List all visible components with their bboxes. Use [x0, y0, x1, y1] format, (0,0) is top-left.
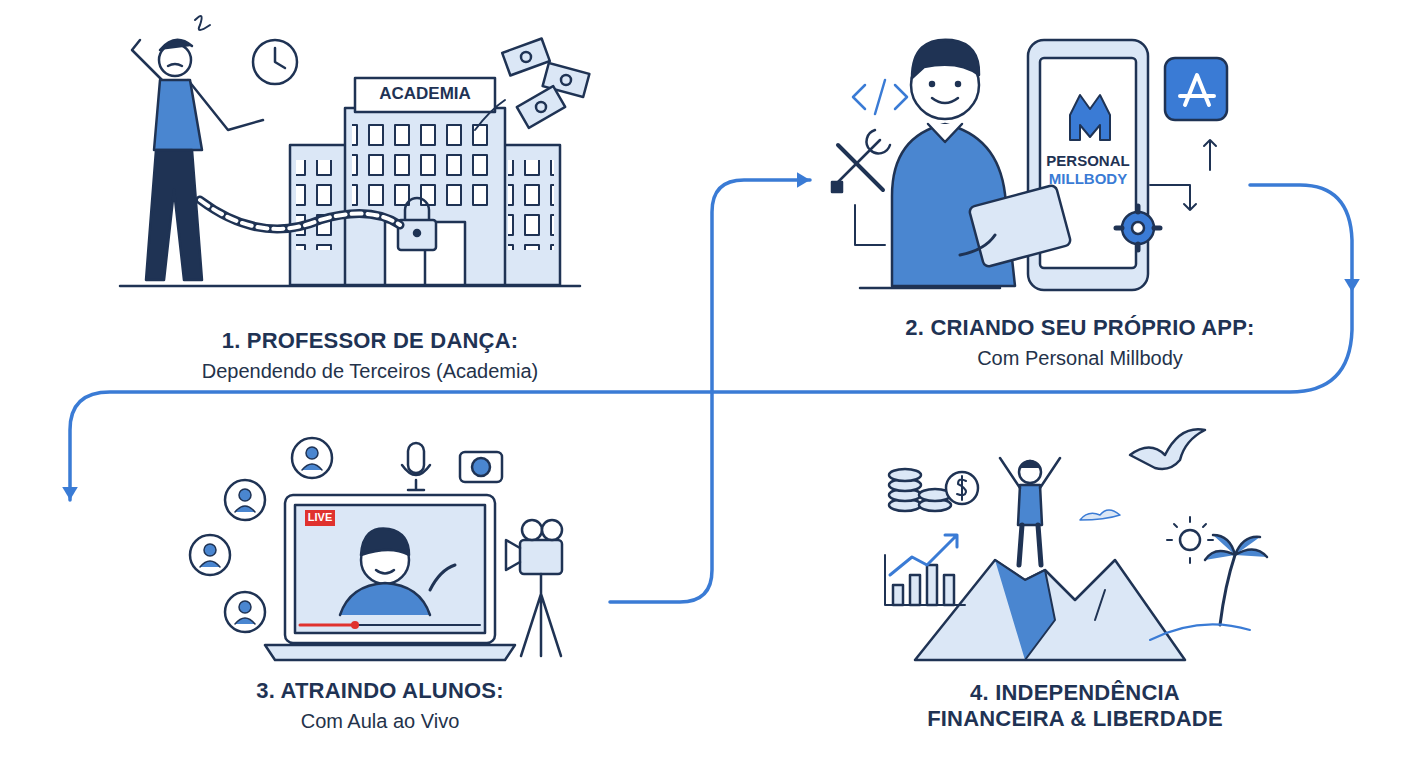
- scene-academy: [120, 16, 589, 286]
- step-region: 1. PROFESSOR DE DANÇA: Dependendo de Terc…: [120, 10, 600, 389]
- step-caption: 3. ATRAINDO ALUNOS: Com Aula ao Vivo: [256, 678, 503, 733]
- step-caption: 1. PROFESSOR DE DANÇA: Dependendo de Terc…: [202, 328, 539, 383]
- step-region: 4. INDEPENDÊNCIA FINANCEIRA & LIBERDADE: [870, 425, 1290, 739]
- scene-freedom: [885, 429, 1267, 660]
- scene-app: [832, 40, 1227, 290]
- app-logo-text: PERSONAL: [1046, 152, 1129, 169]
- scene-live: [190, 438, 562, 660]
- flow-arrow: [62, 185, 1360, 500]
- step-subtitle: Com Aula ao Vivo: [256, 709, 503, 733]
- live-badge: LIVE: [308, 511, 332, 523]
- step-subtitle: Com Personal Millbody: [905, 346, 1254, 370]
- step-caption: 2. CRIANDO SEU PRÓPRIO APP: Com Personal …: [905, 315, 1254, 370]
- step-title: 1. PROFESSOR DE DANÇA:: [202, 328, 539, 354]
- app-logo-text: MILLBODY: [1049, 170, 1127, 187]
- step-region: 2. CRIANDO SEU PRÓPRIO APP:Com Personal …: [810, 30, 1250, 376]
- step-caption: 4. INDEPENDÊNCIA FINANCEIRA & LIBERDADE: [920, 680, 1230, 733]
- step-title: 2. CRIANDO SEU PRÓPRIO APP:: [905, 315, 1254, 341]
- step-title: 4. INDEPENDÊNCIA FINANCEIRA & LIBERDADE: [920, 680, 1230, 733]
- step-subtitle: Dependendo de Terceiros (Academia): [202, 359, 539, 383]
- step-region: 3. ATRAINDO ALUNOS: Com Aula ao Vivo: [50, 500, 610, 739]
- sign-text: ACADEMIA: [379, 84, 471, 104]
- step-title: 3. ATRAINDO ALUNOS:: [256, 678, 503, 704]
- flow-arrow: [610, 172, 810, 602]
